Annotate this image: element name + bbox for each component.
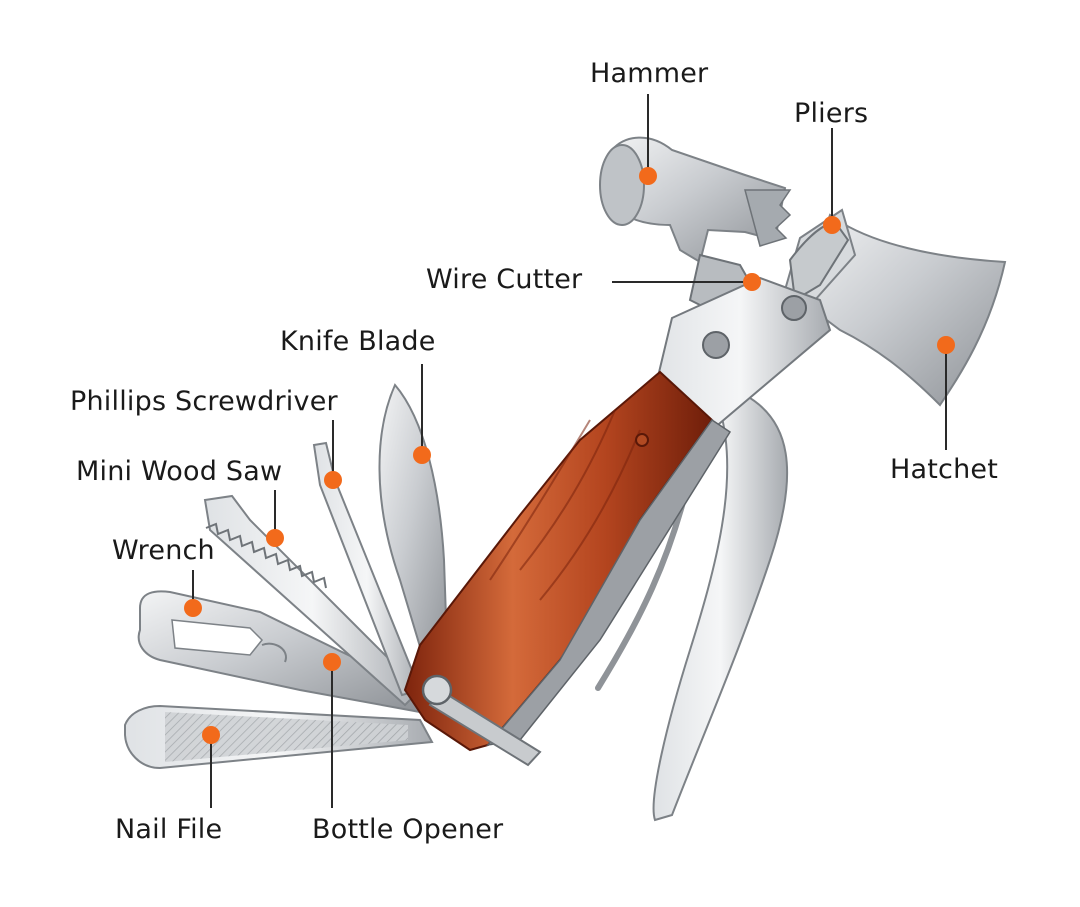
marker-wire-cutter [743, 273, 761, 291]
label-wire-cutter: Wire Cutter [426, 264, 583, 295]
label-hammer: Hammer [590, 58, 709, 89]
hammer-face [599, 144, 645, 226]
saw-teeth [205, 522, 327, 589]
marker-mini-wood-saw [266, 529, 284, 547]
label-nail-file: Nail File [115, 814, 223, 845]
bolster-bolt-left [702, 331, 730, 359]
marker-bottle-opener [323, 653, 341, 671]
marker-pliers [823, 216, 841, 234]
marker-wrench [184, 599, 202, 617]
label-hatchet: Hatchet [890, 454, 998, 485]
wrench-cutout [171, 619, 264, 656]
label-wrench: Wrench [112, 535, 215, 566]
marker-hatchet [937, 336, 955, 354]
marker-knife-blade [413, 446, 431, 464]
nail-file-texture [165, 712, 408, 762]
label-bottle-opener: Bottle Opener [312, 814, 504, 845]
label-pliers: Pliers [794, 98, 869, 129]
hammer-claw [744, 189, 792, 247]
marker-nail-file [202, 726, 220, 744]
bottle-opener-notch [261, 642, 287, 663]
bolster-bolt-right [781, 295, 807, 321]
handle-rivet [635, 433, 649, 447]
label-mini-wood-saw: Mini Wood Saw [76, 456, 283, 487]
pliers-handle [652, 393, 789, 822]
label-knife-blade: Knife Blade [280, 326, 436, 357]
marker-hammer [639, 167, 657, 185]
label-phillips-screwdriver: Phillips Screwdriver [70, 386, 338, 417]
pivot-bolt [421, 674, 453, 706]
hatchet-blade [798, 213, 1007, 407]
wood-grain [489, 409, 641, 601]
marker-phillips-screwdriver [324, 471, 342, 489]
